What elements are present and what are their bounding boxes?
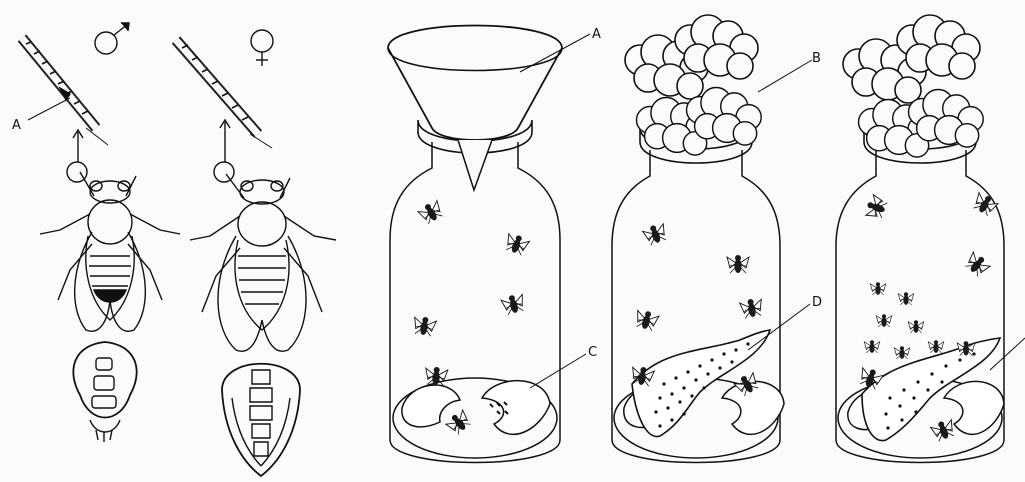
label-paper-d: D: [812, 295, 822, 310]
fly: [634, 309, 660, 332]
fly: [894, 346, 909, 359]
male-arrow: [73, 130, 83, 162]
fly: [928, 340, 943, 353]
female-symbol-icon: [251, 30, 273, 66]
female-antenna: [176, 40, 272, 148]
jar-3: [836, 15, 1025, 463]
fly: [503, 232, 530, 256]
cotton-plug: [625, 15, 761, 155]
male-antenna: [22, 38, 108, 145]
fly: [417, 199, 445, 226]
female-arrow: [220, 120, 230, 162]
funnel: [388, 26, 562, 141]
fly: [642, 222, 669, 246]
male-fly: [40, 162, 180, 331]
jar-cotton-plug: [612, 15, 784, 463]
fly: [739, 297, 764, 319]
fly: [864, 340, 879, 353]
fly: [424, 366, 447, 386]
fly: [870, 282, 885, 295]
sex-comparison-panel: [22, 23, 336, 476]
female-antenna-circle: [214, 162, 234, 182]
label-cotton-b: B: [812, 51, 821, 66]
fly: [501, 293, 527, 316]
fly: [963, 251, 991, 279]
fly: [412, 315, 437, 337]
fly: [876, 314, 891, 327]
label-funnel-a: A: [592, 27, 601, 42]
fly: [930, 418, 957, 442]
label-antenna-a: A: [12, 118, 21, 133]
male-symbol-icon: [95, 23, 129, 54]
fly: [908, 320, 923, 333]
male-abdomen: [73, 342, 136, 442]
antenna-leader-line: [28, 98, 70, 120]
fly: [445, 409, 473, 437]
label-fruit-c: C: [588, 345, 597, 360]
fly: [898, 292, 913, 305]
female-abdomen: [222, 364, 300, 476]
fly: [727, 255, 749, 273]
jar-funnel: [388, 26, 562, 463]
fly: [864, 194, 888, 221]
fruit-piece-left: [402, 385, 460, 427]
female-fly: [190, 162, 336, 351]
fly: [971, 191, 999, 218]
